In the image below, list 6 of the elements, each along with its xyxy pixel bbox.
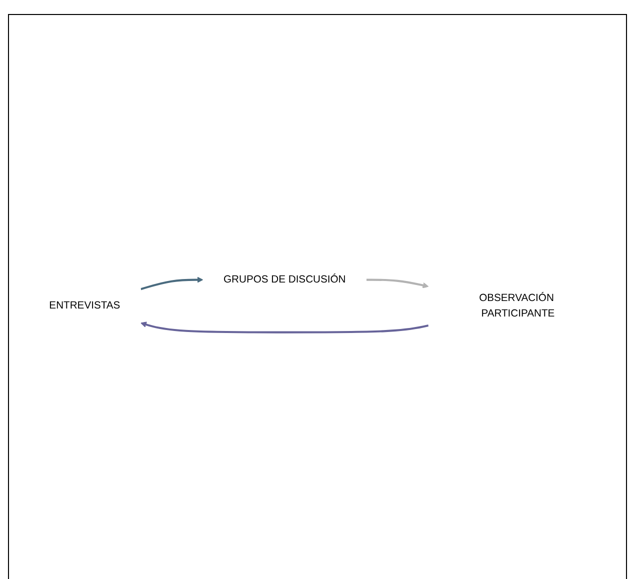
arrow xyxy=(366,278,428,288)
node-text: OBSERVACIÓN PARTICIPANTE xyxy=(478,292,554,320)
arrow xyxy=(140,322,428,334)
node-text: ENTREVISTAS xyxy=(48,300,120,312)
arrow xyxy=(140,276,203,290)
node-text: GRUPOS DE DISCUSIÓN xyxy=(222,273,346,286)
